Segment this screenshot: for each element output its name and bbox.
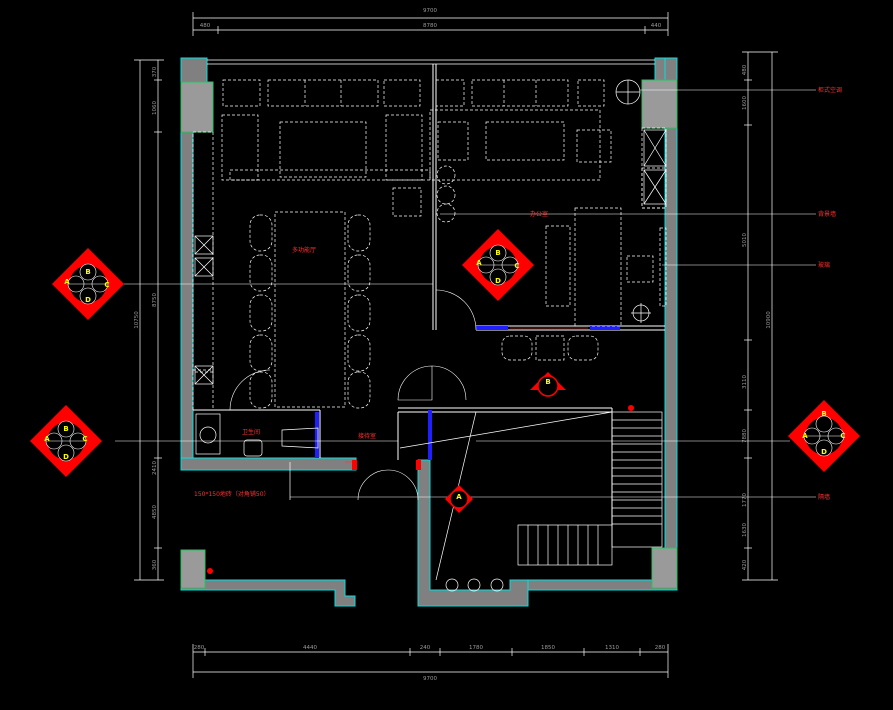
dim-bottom-seg-2: 4440 [303, 645, 317, 651]
callout-right-mid: 背景墙 [818, 210, 836, 218]
column-bottom-left [180, 549, 206, 589]
tag-label-a: A [44, 435, 50, 443]
dim-right-seg-5: 7880 [742, 429, 748, 443]
view-marker-b: B [530, 372, 566, 397]
dim-top-overall: 9700 [423, 8, 437, 14]
tag-label-a: A [476, 259, 482, 267]
tag-label-c: C [840, 432, 845, 440]
dim-left-seg-3: 8750 [152, 293, 158, 307]
dim-top-right: 440 [651, 23, 662, 29]
view-marker-a: A [445, 485, 473, 513]
callout-right-bottom: 隔墙 [818, 493, 830, 501]
toilet [243, 439, 263, 457]
room-label-office: 办公室 [530, 210, 548, 218]
dim-right-seg-8: 420 [742, 559, 748, 570]
tag-label-b: B [85, 268, 90, 276]
dim-right-overall: 10900 [766, 311, 772, 329]
section-tag-center: B A C D [462, 229, 534, 301]
dimension-lines [134, 12, 778, 678]
dim-left-overall: 10750 [134, 311, 140, 329]
dim-bottom-seg-7: 280 [655, 645, 666, 651]
dim-bottom-overall: 9700 [423, 676, 437, 682]
section-tag-left-lower: B A C D [30, 405, 102, 477]
tag-label-d: D [63, 453, 69, 461]
tag-label-d: D [85, 296, 91, 304]
dim-bottom-seg-1: 280 [194, 645, 205, 651]
section-tag-right: B A C D [788, 400, 860, 472]
cabinet-box-1 [194, 235, 214, 255]
callout-top-right: 柜式空调 [818, 86, 842, 94]
flooring-note: 150*150地砖（对角铺50） [194, 490, 270, 498]
tag-label-b: B [495, 249, 500, 257]
dim-right-seg-6: 1770 [742, 493, 748, 507]
column-bottom-right [651, 547, 678, 589]
tag-label-d: D [495, 277, 501, 285]
dim-top-mid: 8780 [423, 23, 437, 29]
section-tag-left-upper: B A C D [52, 248, 124, 320]
red-markers [207, 405, 634, 574]
tag-label-c: C [514, 262, 519, 270]
tag-label-b: B [63, 425, 68, 433]
urinal [281, 427, 319, 449]
dim-left-seg-4: 2410 [152, 461, 158, 475]
callout-texts: 柜式空调 背景墙 玻璃 隔墙 [818, 86, 842, 501]
cabinet-box-3 [194, 365, 214, 385]
tag-label-a: A [64, 278, 70, 286]
dim-right-seg-7: 1630 [742, 523, 748, 537]
dim-right-seg-4: 3110 [742, 375, 748, 389]
columns [180, 79, 678, 589]
column-top-right [641, 79, 678, 129]
dimension-texts: 9700 480 8780 440 280 4440 240 1780 1850… [134, 8, 772, 682]
callout-right-low: 玻璃 [818, 261, 830, 269]
tag-label-b: B [821, 410, 826, 418]
dim-bottom-seg-6: 1310 [605, 645, 619, 651]
dim-left-seg-5: 4850 [152, 505, 158, 519]
room-labels: 多功能厅 接待室 办公室 卫生间 150*150地砖（对角铺50） [194, 210, 548, 498]
tag-label-c: C [104, 281, 109, 289]
tag-label-c: C [82, 435, 87, 443]
room-label-dining: 多功能厅 [292, 246, 316, 254]
exterior-walls [180, 57, 678, 607]
dim-top-left: 480 [200, 23, 211, 29]
tag-label-d: D [821, 448, 827, 456]
view-label-a: A [456, 493, 462, 501]
view-label-b: B [545, 378, 550, 386]
doors [229, 289, 477, 501]
dim-left-seg-1: 370 [152, 66, 158, 77]
room-label-washroom: 卫生间 [242, 428, 260, 436]
fixtures [194, 79, 667, 592]
dim-bottom-seg-3: 240 [420, 645, 431, 651]
dim-bottom-seg-5: 1850 [541, 645, 555, 651]
dim-left-seg-6: 360 [152, 559, 158, 570]
column-top-left [180, 81, 214, 133]
dim-bottom-seg-4: 1780 [469, 645, 483, 651]
room-label-reception: 接待室 [358, 432, 376, 440]
furniture [192, 79, 667, 411]
callout-leaders [115, 89, 816, 498]
tag-label-a: A [802, 432, 808, 440]
glass-partitions [315, 326, 620, 460]
window-top [207, 59, 655, 65]
dim-right-seg-2: 1600 [742, 96, 748, 110]
dim-right-seg-3: 5010 [742, 233, 748, 247]
dim-right-seg-1: 480 [742, 64, 748, 75]
washbasin [199, 426, 217, 444]
cabinet-box-2 [194, 257, 214, 277]
dim-left-seg-2: 1060 [152, 101, 158, 115]
